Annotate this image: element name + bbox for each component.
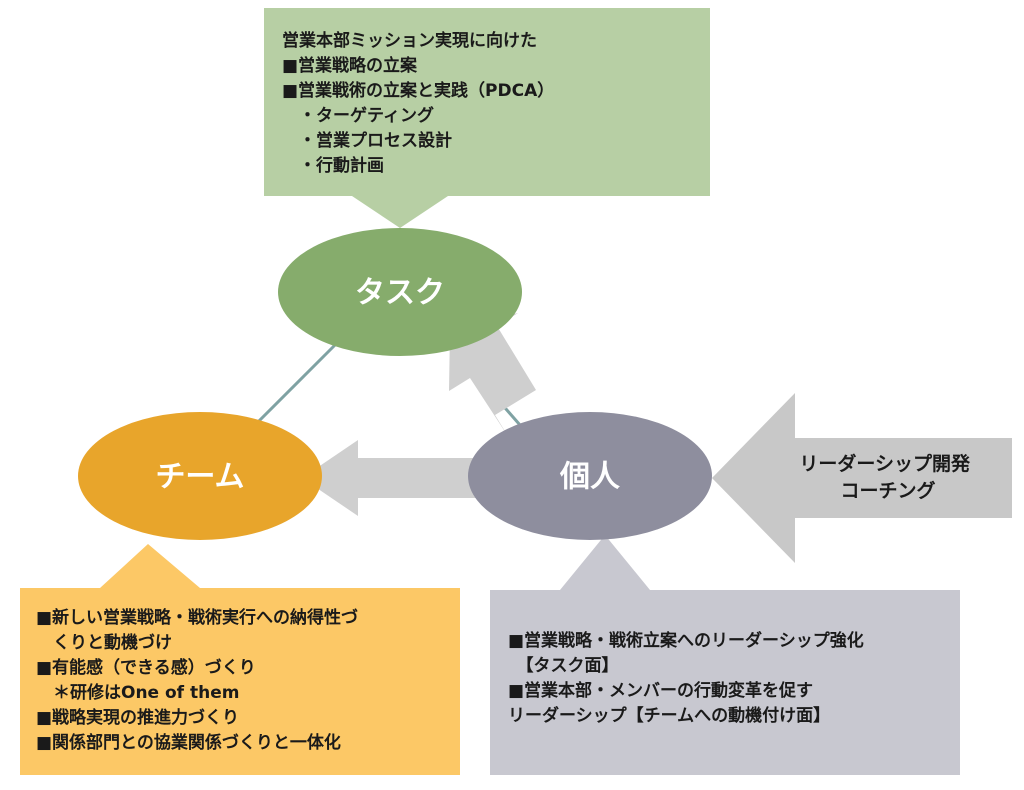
individual-callout-text: ■営業戦略・戦術立案へのリーダーシップ強化 【タスク面】 ■営業本部・メンバーの…	[508, 630, 870, 726]
team-node: チーム	[78, 412, 322, 540]
team-callout: ■新しい営業戦略・戦術実行への納得性づ くりと動機づけ ■有能感（できる感）づく…	[20, 544, 460, 775]
task-callout-shape	[264, 8, 710, 228]
task-node: タスク	[278, 228, 522, 356]
connector-task-team	[253, 343, 337, 427]
individual-node-label: 個人	[559, 460, 620, 495]
arrow-individual-to-task-shape	[449, 313, 536, 441]
arrow-individual-to-team	[302, 440, 480, 516]
input-arrow-text: リーダーシップ開発 コーチング	[799, 452, 976, 502]
team-callout-text: ■新しい営業戦略・戦術実行への納得性づ くりと動機づけ ■有能感（できる感）づく…	[36, 607, 364, 753]
input-arrow-shape	[712, 393, 1012, 563]
task-callout: 営業本部ミッション実現に向けた ■営業戦略の立案 ■営業戦術の立案と実践（PDC…	[264, 8, 710, 228]
individual-callout-shape	[490, 535, 960, 775]
individual-callout: ■営業戦略・戦術立案へのリーダーシップ強化 【タスク面】 ■営業本部・メンバーの…	[490, 535, 960, 775]
task-node-label: タスク	[355, 276, 445, 311]
input-arrow: リーダーシップ開発 コーチング	[712, 393, 1012, 563]
individual-node: 個人	[468, 412, 712, 540]
team-callout-shape	[20, 544, 460, 775]
team-node-label: チーム	[155, 460, 244, 495]
task-callout-text: 営業本部ミッション実現に向けた ■営業戦略の立案 ■営業戦術の立案と実践（PDC…	[282, 30, 560, 176]
